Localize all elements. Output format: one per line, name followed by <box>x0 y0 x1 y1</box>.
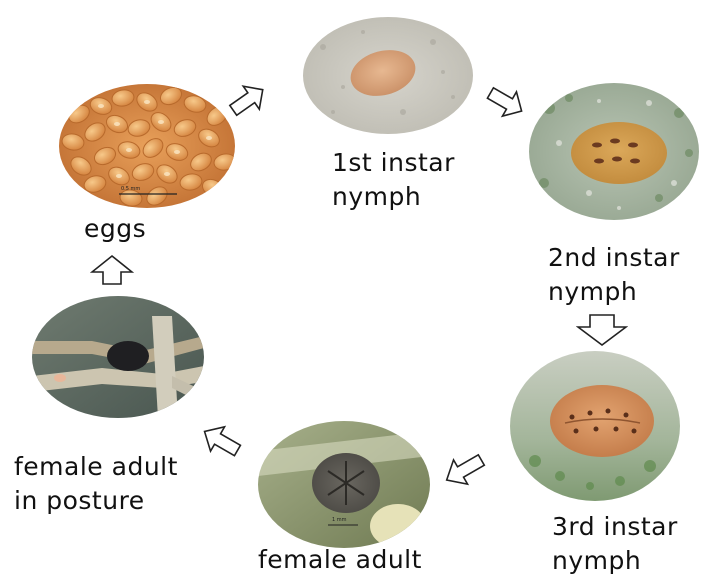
female-adult-label: female adult <box>258 543 422 577</box>
female-adult-photo: 1 mm <box>258 421 430 548</box>
arrow-icon <box>484 82 528 122</box>
eggs-scale-label: 0.5 mm <box>121 186 140 192</box>
second-instar-nymph-photo <box>529 83 699 220</box>
arrow-icon <box>440 450 488 490</box>
third-instar-label-line1: 3rd instar <box>552 510 678 544</box>
arrow-icon <box>198 420 244 462</box>
first-instar-nymph-photo <box>303 17 473 134</box>
eggs-photo: 0.5 mm <box>59 84 235 208</box>
female-adult-posture-label-line1: female adult <box>14 450 178 484</box>
arrow-icon <box>226 80 270 120</box>
eggs-label: eggs <box>84 212 146 246</box>
female-adult-posture-label: female adult in posture <box>14 450 178 518</box>
female-adult-scale-label: 1 mm <box>332 517 347 523</box>
first-instar-label-line1: 1st instar <box>332 146 455 180</box>
second-instar-label: 2nd instar nymph <box>548 241 680 309</box>
second-instar-label-line1: 2nd instar <box>548 241 680 275</box>
second-instar-label-line2: nymph <box>548 275 680 309</box>
first-instar-label: 1st instar nymph <box>332 146 455 214</box>
third-instar-label-line2: nymph <box>552 544 678 578</box>
first-instar-label-line2: nymph <box>332 180 455 214</box>
female-adult-in-posture-photo <box>32 296 204 418</box>
arrow-icon <box>90 254 134 286</box>
female-adult-posture-label-line2: in posture <box>14 484 178 518</box>
arrow-icon <box>576 313 628 347</box>
third-instar-label: 3rd instar nymph <box>552 510 678 578</box>
third-instar-nymph-photo <box>510 351 680 501</box>
